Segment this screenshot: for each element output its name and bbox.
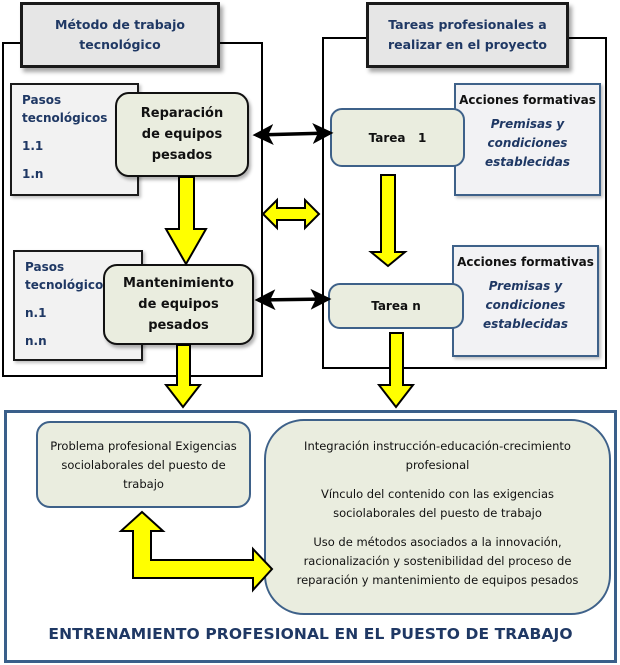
link-arrow-maintenance-taskn (254, 288, 332, 311)
formative-actions-1-body: Premisas y condiciones establecidas (484, 117, 570, 169)
bidirectional-yellow-arrow (261, 197, 321, 231)
formative-actions-2-body: Premisas y condiciones establecidas (482, 279, 568, 331)
integration-item: Integración instrucción-educación-crecim… (304, 439, 571, 472)
link-arrow-repair-task1 (252, 122, 334, 146)
step-item: n.1 (25, 306, 47, 320)
left-panel-header: Método de trabajo tecnológico (20, 2, 220, 68)
formative-actions-2-title: Acciones formativas (457, 255, 594, 269)
steps-group-2-title: Pasos tecnológicos (25, 260, 111, 292)
process-repair-box: Reparación de equipos pesados (115, 92, 249, 177)
process-maintenance-box: Mantenimiento de equipos pesados (103, 264, 254, 345)
integration-item: Uso de métodos asociados a la innovación… (296, 535, 579, 587)
step-item: 1.n (22, 167, 44, 181)
steps-group-1-title: Pasos tecnológicos (22, 93, 108, 125)
right-panel-header-text: Tareas profesionales a realizar en el pr… (387, 17, 547, 52)
bottom-panel-title: ENTRENAMIENTO PROFESIONAL EN EL PUESTO D… (4, 625, 617, 649)
integration-item: Vínculo del contenido con las exigencias… (320, 487, 555, 520)
problem-box: Problema profesional Exigencias sociolab… (36, 421, 251, 508)
process-maintenance-text: Mantenimiento de equipos pesados (123, 276, 234, 333)
integration-box: Integración instrucción-educación-crecim… (264, 419, 611, 615)
formative-actions-1-title: Acciones formativas (459, 93, 596, 107)
left-panel-header-text: Método de trabajo tecnológico (55, 17, 185, 52)
task-1-text: Tarea 1 (368, 130, 427, 145)
formative-actions-1: Acciones formativas Premisas y condicion… (454, 83, 601, 196)
task-1-box: Tarea 1 (330, 108, 465, 167)
bottom-panel-title-text: ENTRENAMIENTO PROFESIONAL EN EL PUESTO D… (48, 625, 573, 643)
right-panel-header: Tareas profesionales a realizar en el pr… (366, 2, 569, 68)
step-item: 1.1 (22, 139, 44, 153)
task-n-box: Tarea n (328, 283, 464, 329)
step-item: n.n (25, 334, 47, 348)
task-n-text: Tarea n (371, 299, 421, 313)
formative-actions-2: Acciones formativas Premisas y condicion… (452, 245, 599, 357)
problem-box-text: Problema profesional Exigencias sociolab… (50, 439, 237, 491)
process-repair-text: Reparación de equipos pesados (140, 106, 224, 163)
